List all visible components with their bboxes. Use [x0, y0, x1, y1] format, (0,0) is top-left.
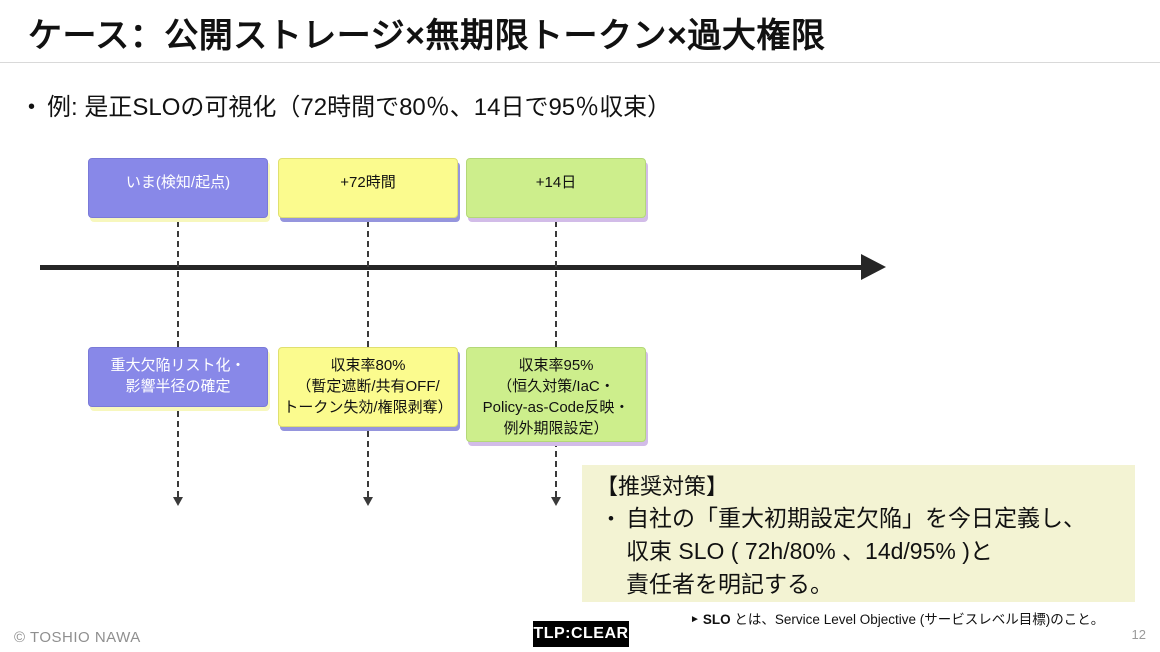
- title-divider: [0, 62, 1160, 63]
- milestone-label-start: いま(検知/起点): [125, 174, 231, 191]
- footnote-text: とは、Service Level Objective (サービスレベル目標)のこ…: [730, 612, 1105, 627]
- connector-start-arrowhead-icon: [173, 497, 183, 506]
- note-bullet-icon: •: [608, 509, 614, 528]
- page-number: 12: [1131, 627, 1146, 642]
- action-box-72h: 収束率80% （暫定遮断/共有OFF/ トークン失効/権限剥奪）: [278, 347, 458, 427]
- tlp-clear-badge: TLP:CLEAR: [533, 621, 629, 647]
- action-label-start: 重大欠陥リスト化・ 影響半径の確定: [110, 357, 246, 395]
- milestone-box-14d: +14日: [466, 158, 646, 218]
- timeline-axis-arrowhead-icon: [861, 254, 886, 280]
- milestone-box-72h: +72時間: [278, 158, 458, 218]
- milestone-label-14d: +14日: [535, 174, 577, 191]
- connector-14d-arrowhead-icon: [551, 497, 561, 506]
- bullet-icon: •: [28, 96, 36, 118]
- note-heading: 【推奨対策】: [596, 474, 729, 499]
- connector-72h-arrowhead-icon: [363, 497, 373, 506]
- slide-title: ケース：公開ストレージ×無期限トークン×過大権限: [28, 17, 826, 55]
- example-text: 例: 是正SLOの可視化（72時間で80％、14日で95％収束）: [47, 94, 672, 121]
- note-bullet-row: • 自社の「重大初期設定欠陥」を今日定義し、 収束 SLO ( 72h/80% …: [596, 502, 1121, 601]
- footnote-term: SLO: [702, 612, 731, 627]
- example-bullet-line: • 例: 是正SLOの可視化（72時間で80％、14日で95％収束）: [28, 87, 671, 122]
- slo-footnote: ►SLO とは、Service Level Objective (サービスレベル…: [690, 608, 1104, 628]
- timeline-axis-shaft: [40, 265, 863, 270]
- recommendation-note: 【推奨対策】 • 自社の「重大初期設定欠陥」を今日定義し、 収束 SLO ( 7…: [582, 465, 1135, 602]
- milestone-box-start: いま(検知/起点): [88, 158, 268, 218]
- footnote-marker-icon: ►: [690, 614, 700, 625]
- milestone-label-72h: +72時間: [340, 174, 396, 191]
- note-body: 自社の「重大初期設定欠陥」を今日定義し、 収束 SLO ( 72h/80% 、1…: [626, 505, 1086, 597]
- action-box-start: 重大欠陥リスト化・ 影響半径の確定: [88, 347, 268, 407]
- action-label-72h: 収束率80% （暫定遮断/共有OFF/ トークン失効/権限剥奪）: [283, 357, 453, 416]
- action-box-14d: 収束率95% （恒久対策/IaC・ Policy-as-Code反映・ 例外期限…: [466, 347, 646, 442]
- action-label-14d: 収束率95% （恒久対策/IaC・ Policy-as-Code反映・ 例外期限…: [482, 357, 630, 437]
- copyright-text: © TOSHIO NAWA: [14, 629, 141, 646]
